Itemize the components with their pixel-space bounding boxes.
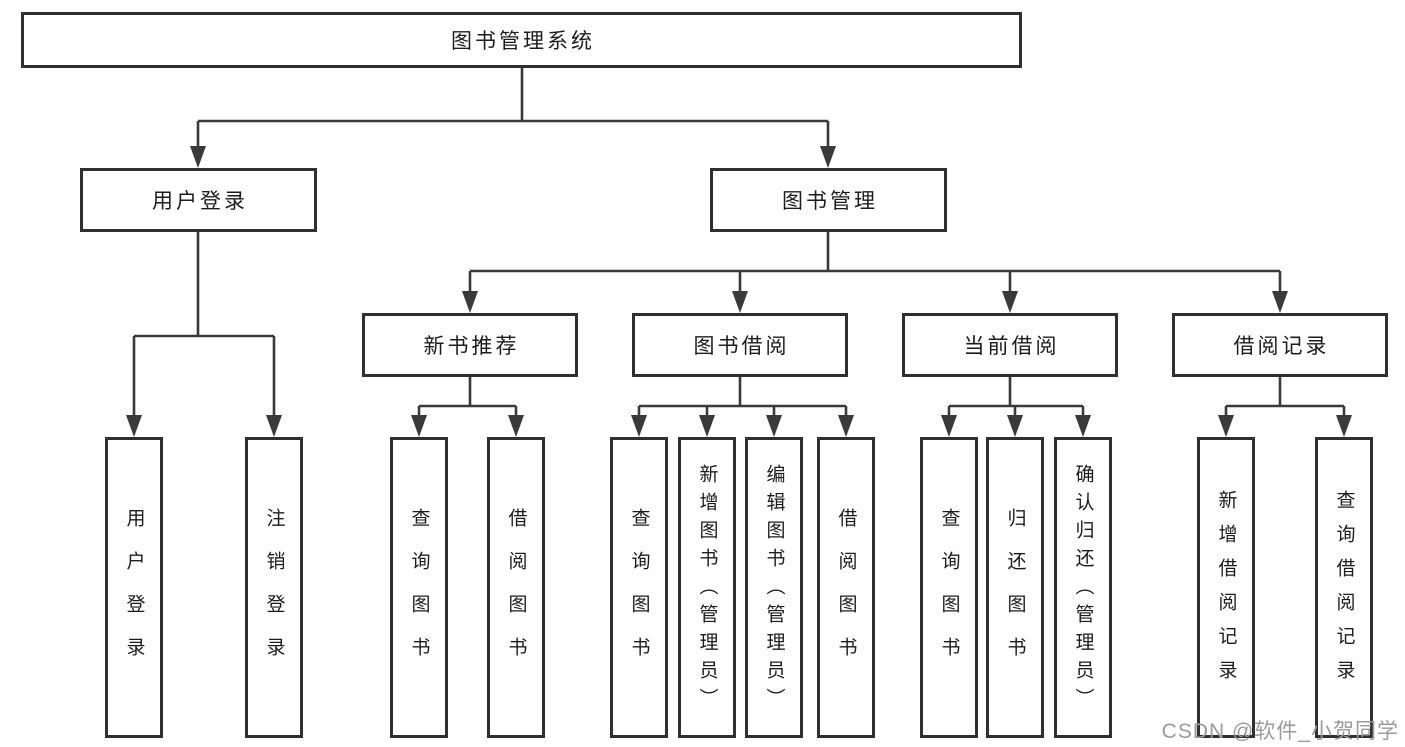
- node-new-book-recommend-label: 新书推荐: [423, 335, 520, 358]
- leaf-current-return-books-label: 归还图书: [1004, 507, 1026, 680]
- leaf-newbook-borrow-books: 借阅图书: [487, 437, 545, 738]
- leaf-logout-label: 注销登录: [263, 507, 285, 680]
- leaf-newbook-query-books: 查询图书: [390, 437, 448, 738]
- leaf-borrow-add-books-admin-label: 新增图书（管理员）: [696, 464, 718, 716]
- leaf-records-query-record-label: 查询借阅记录: [1333, 489, 1355, 694]
- node-user-login: 用户登录: [80, 168, 317, 232]
- leaf-current-return-books: 归还图书: [986, 437, 1044, 738]
- leaf-user-login: 用户登录: [105, 437, 163, 738]
- node-library-system: 图书管理系统: [21, 12, 1022, 68]
- node-library-system-label: 图书管理系统: [451, 30, 595, 53]
- node-borrow-records-label: 借阅记录: [1233, 335, 1330, 358]
- leaf-logout: 注销登录: [245, 437, 303, 738]
- node-book-borrow-label: 图书借阅: [693, 335, 790, 358]
- node-current-borrow: 当前借阅: [902, 313, 1118, 377]
- leaf-newbook-query-books-label: 查询图书: [408, 507, 430, 680]
- leaf-newbook-borrow-books-label: 借阅图书: [505, 507, 527, 680]
- leaf-borrow-query-books: 查询图书: [610, 437, 668, 738]
- node-book-management-label: 图书管理: [782, 190, 878, 213]
- node-book-management: 图书管理: [710, 168, 947, 232]
- leaf-records-query-record: 查询借阅记录: [1315, 437, 1373, 738]
- leaf-borrow-borrow-books-label: 借阅图书: [835, 507, 857, 680]
- node-new-book-recommend: 新书推荐: [362, 313, 578, 377]
- leaf-borrow-edit-books-admin-label: 编辑图书（管理员）: [763, 464, 785, 716]
- leaf-borrow-add-books-admin: 新增图书（管理员）: [678, 437, 736, 738]
- watermark: CSDN @软件_小贺同学: [1161, 720, 1399, 743]
- leaf-records-add-record: 新增借阅记录: [1197, 437, 1255, 738]
- leaf-current-confirm-return-admin-label: 确认归还（管理员）: [1072, 464, 1094, 716]
- node-book-borrow: 图书借阅: [632, 313, 848, 377]
- node-borrow-records: 借阅记录: [1172, 313, 1388, 377]
- leaf-current-query-books: 查询图书: [920, 437, 978, 738]
- leaf-current-query-books-label: 查询图书: [938, 507, 960, 680]
- leaf-borrow-query-books-label: 查询图书: [628, 507, 650, 680]
- node-user-login-label: 用户登录: [152, 190, 248, 213]
- leaf-current-confirm-return-admin: 确认归还（管理员）: [1054, 437, 1112, 738]
- leaf-user-login-label: 用户登录: [123, 507, 145, 680]
- node-current-borrow-label: 当前借阅: [963, 335, 1060, 358]
- leaf-borrow-edit-books-admin: 编辑图书（管理员）: [745, 437, 803, 738]
- leaf-records-add-record-label: 新增借阅记录: [1215, 489, 1237, 694]
- leaf-borrow-borrow-books: 借阅图书: [817, 437, 875, 738]
